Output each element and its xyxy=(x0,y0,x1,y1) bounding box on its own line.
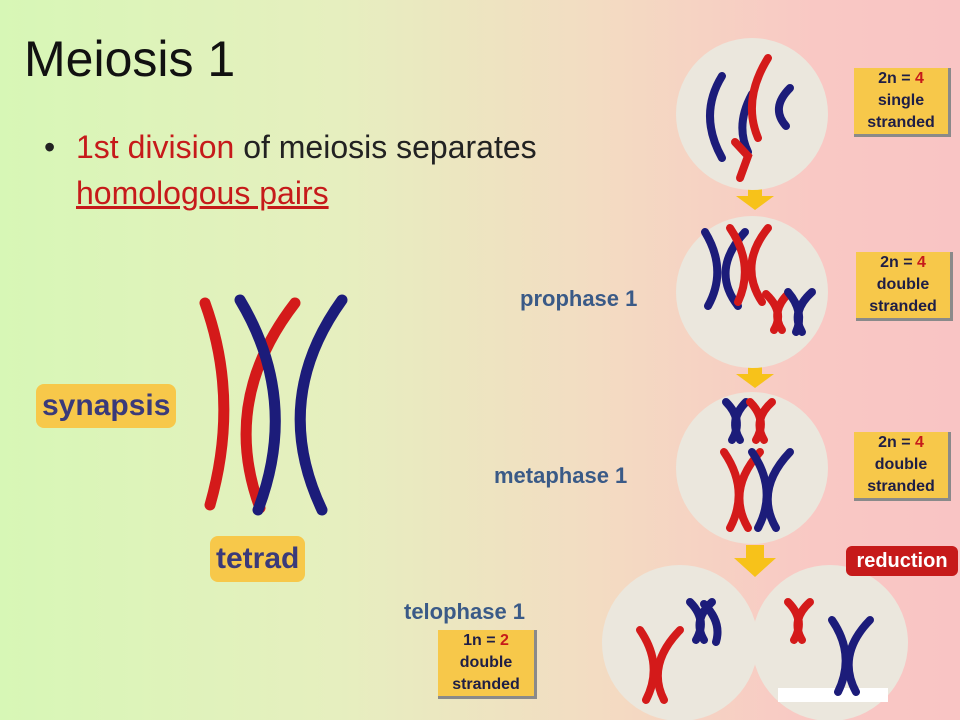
bullet-link-text: homologous pairs xyxy=(76,175,329,211)
reduction-badge: reduction xyxy=(846,546,958,576)
bullet-text: 1st division of meiosis separates homolo… xyxy=(76,124,676,216)
tetrad-chromatid-red-2 xyxy=(240,297,301,514)
info-line-3: stranded xyxy=(867,114,935,131)
bullet-marker: • xyxy=(44,129,56,165)
cell-telophase-left xyxy=(602,565,758,720)
tetrad-chromatid-blue-1 xyxy=(234,294,281,516)
synapsis-label: synapsis xyxy=(36,384,177,428)
telophase-right-chromosomes xyxy=(784,598,874,696)
prophase-chromosomes xyxy=(701,224,816,336)
info-line-1: 2n = 4 xyxy=(878,70,924,87)
arrow-3 xyxy=(734,545,776,577)
slide-title: Meiosis 1 xyxy=(24,31,236,87)
info-line-3: stranded xyxy=(867,478,935,495)
bullet-highlight: 1st division xyxy=(76,129,235,165)
interphase-chromosomes xyxy=(706,54,794,182)
info-box-metaphase: 2n = 4 double stranded xyxy=(854,432,951,501)
info-line-2: double xyxy=(874,456,928,473)
info-line-3: stranded xyxy=(452,676,520,693)
info-line-1: 2n = 4 xyxy=(878,434,924,451)
info-line-2: double xyxy=(876,276,930,293)
info-line-1: 1n = 2 xyxy=(463,632,509,649)
stage-label-telophase: telophase 1 xyxy=(404,599,526,624)
metaphase-chromosomes xyxy=(720,398,794,532)
tetrad-label: tetrad xyxy=(210,536,306,582)
info-line-2: single xyxy=(877,92,925,109)
arrow-1 xyxy=(736,188,774,210)
stage-arrows xyxy=(734,188,776,577)
info-box-telophase: 1n = 2 double stranded xyxy=(438,630,537,699)
info-box-interphase: 2n = 4 single stranded xyxy=(854,68,951,137)
cell-highlight xyxy=(778,688,888,702)
tetrad-chromatid-blue-2 xyxy=(294,294,348,516)
info-box-prophase: 2n = 4 double stranded xyxy=(856,252,953,321)
cell-prophase xyxy=(676,216,828,368)
stage-label-metaphase: metaphase 1 xyxy=(494,463,628,488)
tetrad-chromosomes xyxy=(199,294,348,516)
info-line-2: double xyxy=(459,654,513,671)
info-line-3: stranded xyxy=(869,298,937,315)
arrow-2 xyxy=(736,366,774,388)
stage-label-prophase: prophase 1 xyxy=(520,286,638,311)
telophase-left-chromosomes xyxy=(636,598,722,704)
bullet-plain: of meiosis separates xyxy=(234,129,537,165)
info-line-1: 2n = 4 xyxy=(880,254,926,271)
tetrad-chromatid-red-1 xyxy=(199,297,230,511)
